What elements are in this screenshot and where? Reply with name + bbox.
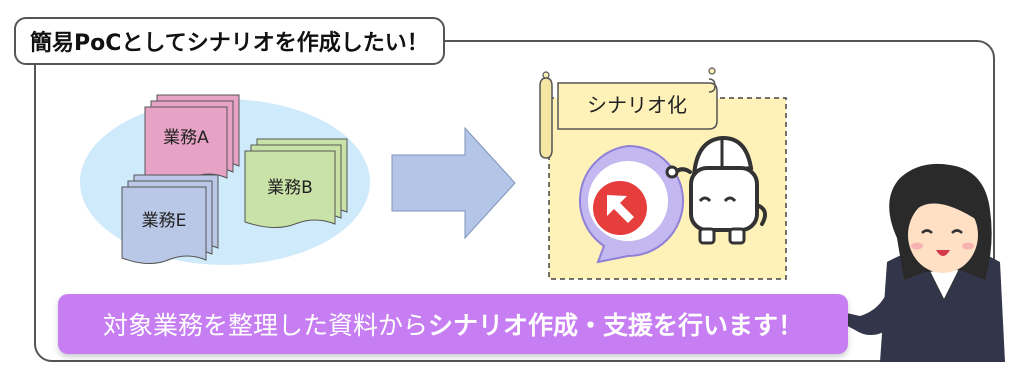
- banner-text-bold: シナリオ作成・支援を行います！: [428, 311, 804, 340]
- arrow-up-left-icon: [607, 195, 634, 223]
- logo-bubble: [578, 144, 684, 264]
- process-arrow: [391, 126, 516, 240]
- page-title: 簡易PoCとしてシナリオを作成したい！: [30, 31, 429, 56]
- presenter-woman-icon: [817, 163, 1005, 362]
- document-stack-a: 業務A: [144, 94, 240, 182]
- doc-label-e: 業務E: [142, 211, 187, 231]
- title-box: 簡易PoCとしてシナリオを作成したい！: [14, 17, 445, 65]
- doc-label-a: 業務A: [163, 128, 209, 148]
- robot-mascot-icon: [665, 135, 768, 245]
- document-stack-e: 業務E: [121, 174, 219, 264]
- banner-text: 対象業務を整理した資料からシナリオ作成・支援を行います！: [103, 306, 803, 342]
- scroll-label: シナリオ化: [587, 93, 687, 117]
- summary-banner: 対象業務を整理した資料からシナリオ作成・支援を行います！: [58, 294, 848, 354]
- scroll-banner: シナリオ化: [539, 67, 718, 159]
- document-stack-b: 業務B: [244, 138, 348, 228]
- banner-text-regular: 対象業務を整理した資料から: [102, 311, 428, 340]
- doc-label-b: 業務B: [267, 178, 313, 198]
